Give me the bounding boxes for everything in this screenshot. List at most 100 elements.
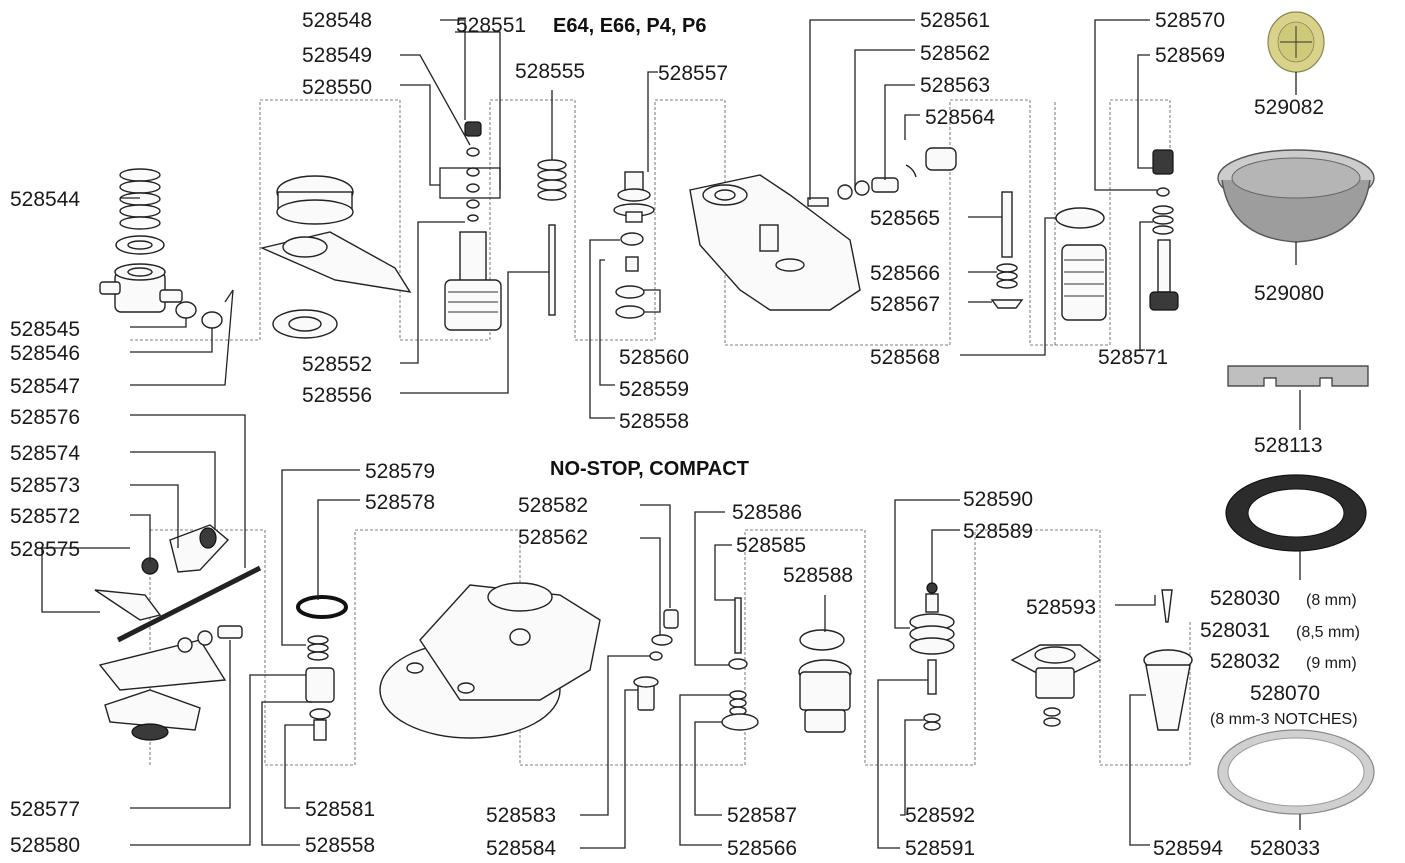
- spring-stack-528569: [1149, 149, 1179, 311]
- label-528548: 528548: [302, 9, 372, 32]
- label-528576: 528576: [10, 406, 80, 429]
- label-528589: 528589: [963, 520, 1033, 543]
- note-528032: (9 mm): [1306, 655, 1357, 672]
- label-528566-bottom: 528566: [727, 837, 797, 860]
- fitting-row: [807, 147, 957, 207]
- note-528031: (8,5 mm): [1296, 624, 1360, 641]
- label-528561: 528561: [920, 9, 990, 32]
- label-528546: 528546: [10, 342, 80, 365]
- part-labels: 528548 528549 528550 528551 528544 52854…: [10, 9, 1360, 860]
- label-528570: 528570: [1155, 9, 1225, 32]
- shim-528113: [1227, 365, 1369, 387]
- tee-body-528545: [99, 263, 183, 313]
- lever-assembly: [94, 524, 262, 741]
- label-528549: 528549: [302, 44, 372, 67]
- models-heading-bottom: NO-STOP, COMPACT: [550, 458, 749, 480]
- label-528550: 528550: [302, 76, 372, 99]
- models-heading-top: E64, E66, P4, P6: [553, 15, 706, 37]
- label-528544: 528544: [10, 188, 80, 211]
- label-528578: 528578: [365, 491, 435, 514]
- label-528590: 528590: [963, 488, 1033, 511]
- label-528032: 528032: [1210, 650, 1280, 673]
- flange-528593: [1010, 644, 1102, 727]
- label-528558: 528558: [619, 410, 689, 433]
- label-528547: 528547: [10, 375, 80, 398]
- label-529082: 529082: [1254, 96, 1324, 119]
- collar-and-plate: [259, 175, 412, 339]
- label-528581: 528581: [305, 798, 375, 821]
- label-528070: 528070: [1250, 682, 1320, 705]
- label-528557: 528557: [658, 62, 728, 85]
- label-528579: 528579: [365, 460, 435, 483]
- label-528564: 528564: [925, 106, 995, 129]
- label-528591: 528591: [905, 837, 975, 860]
- pin-528547: [224, 289, 234, 303]
- label-528587: 528587: [727, 804, 797, 827]
- label-528562: 528562: [920, 42, 990, 65]
- spring-528555: [537, 159, 567, 316]
- label-528562-bottom: 528562: [518, 526, 588, 549]
- label-529080: 529080: [1254, 282, 1324, 305]
- label-528031: 528031: [1200, 619, 1270, 642]
- label-528569: 528569: [1155, 44, 1225, 67]
- label-528556: 528556: [302, 384, 372, 407]
- label-528560: 528560: [619, 346, 689, 369]
- spring-528544: [119, 168, 161, 230]
- pin-assembly-528565: [990, 191, 1024, 309]
- label-528555: 528555: [515, 60, 585, 83]
- label-528574: 528574: [10, 442, 80, 465]
- nozzle-528594: [1143, 589, 1193, 731]
- label-528586: 528586: [732, 501, 802, 524]
- label-528545: 528545: [10, 318, 80, 341]
- label-528033: 528033: [1250, 837, 1320, 860]
- label-528568: 528568: [870, 346, 940, 369]
- valve-body-528552: [444, 231, 502, 331]
- label-528585: 528585: [736, 534, 806, 557]
- assembly-guides: [130, 99, 1191, 766]
- label-528584: 528584: [486, 837, 556, 860]
- filter-basket-529080: [1217, 149, 1375, 243]
- spring-stack-528590: [909, 582, 955, 731]
- main-casting: [689, 174, 861, 311]
- nut-528545: [175, 301, 197, 319]
- leader-lines: [41, 19, 1301, 849]
- sleeve-528568: [1055, 207, 1107, 321]
- label-528571: 528571: [1098, 346, 1168, 369]
- sleeve-528588: [798, 629, 852, 733]
- label-528563: 528563: [920, 74, 990, 97]
- label-528566: 528566: [870, 262, 940, 285]
- label-528583: 528583: [486, 804, 556, 827]
- label-528567: 528567: [870, 293, 940, 316]
- label-528582: 528582: [518, 494, 588, 517]
- ring-528033: [1217, 729, 1375, 815]
- label-528551: 528551: [456, 14, 526, 37]
- label-528573: 528573: [10, 474, 80, 497]
- label-528594: 528594: [1153, 837, 1223, 860]
- label-528575: 528575: [10, 538, 80, 561]
- label-528580: 528580: [10, 834, 80, 857]
- label-528558-bottom: 528558: [305, 834, 375, 857]
- label-528559: 528559: [619, 378, 689, 401]
- bottom-casting: [379, 582, 601, 739]
- label-528588: 528588: [783, 564, 853, 587]
- label-528577: 528577: [10, 798, 80, 821]
- washer-528546: [201, 311, 223, 329]
- pin-assembly-528585: [721, 597, 759, 731]
- label-528565: 528565: [870, 207, 940, 230]
- screen-529082: [1267, 11, 1325, 73]
- label-528552: 528552: [302, 353, 372, 376]
- label-528572: 528572: [10, 505, 80, 528]
- note-528030: (8 mm): [1306, 592, 1357, 609]
- label-528030: 528030: [1210, 587, 1280, 610]
- small-parts-stack: [464, 121, 482, 222]
- valve-head-528557: [613, 171, 655, 319]
- label-528593: 528593: [1026, 596, 1096, 619]
- note-528070: (8 mm-3 NOTCHES): [1210, 711, 1358, 728]
- fittings-528582: [633, 609, 679, 711]
- label-528592: 528592: [905, 804, 975, 827]
- gasket-528030: [1225, 474, 1367, 552]
- nut-stack-528578: [296, 595, 348, 741]
- small-fittings-row: [177, 625, 243, 653]
- label-528113: 528113: [1254, 434, 1323, 457]
